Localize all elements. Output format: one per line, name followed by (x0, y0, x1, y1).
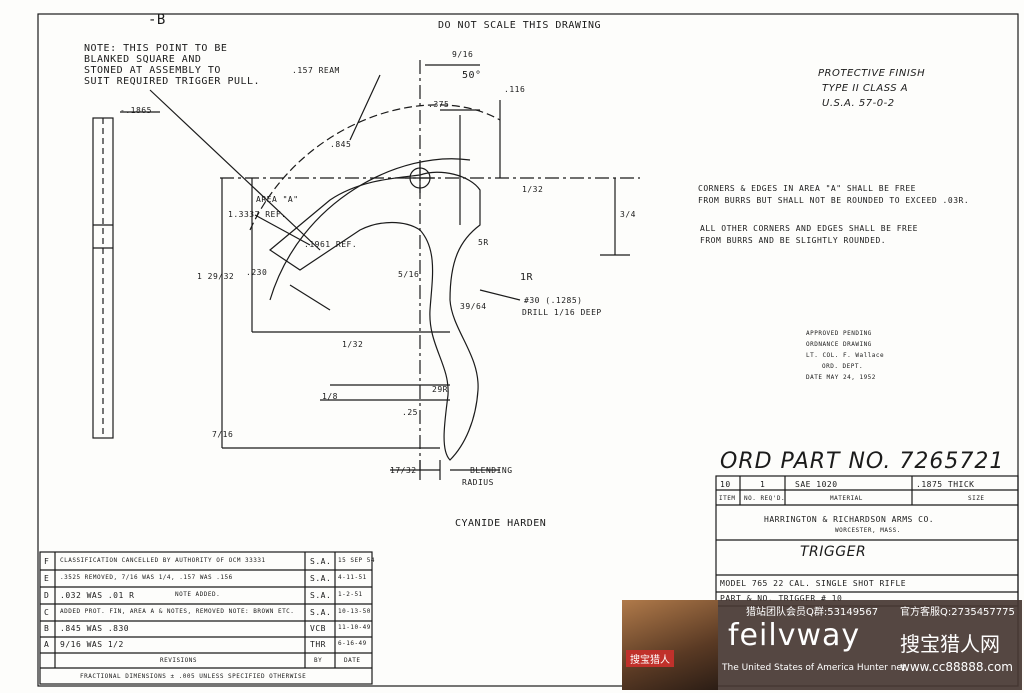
model-line: MODEL 765 22 CAL. SINGLE SHOT RIFLE (720, 579, 907, 588)
dim-angle: 50° (462, 70, 482, 81)
dim-1-32b: 1/32 (342, 340, 364, 349)
do-not-scale-label: DO NOT SCALE THIS DRAWING (438, 20, 602, 31)
header-qty: NO. REQ'D. (744, 495, 786, 502)
dim-5r: 5R (478, 238, 489, 247)
material-size: .1875 THICK (916, 480, 975, 489)
dim-1961: .1961 REF. (304, 240, 358, 249)
material-name: SAE 1020 (795, 480, 838, 489)
date-label: DATE (344, 657, 361, 664)
dim-25r: .25 (402, 408, 418, 417)
drill-depth: DRILL 1/16 DEEP (522, 308, 602, 317)
watermark-banner: 猎站团队会员Q群:53149567 官方客服Q:2735457775 feilv… (622, 600, 1022, 690)
by-label: BY (314, 657, 323, 664)
fractional-tolerance: FRACTIONAL DIMENSIONS ± .005 UNLESS SPEC… (80, 673, 307, 680)
company-name: HARRINGTON & RICHARDSON ARMS CO. (764, 515, 935, 524)
watermark-cn-title: 搜宝猎人网 (900, 632, 1000, 656)
dim-17-32: 17/32 (390, 466, 417, 475)
revisions-label: REVISIONS (160, 657, 198, 664)
part-name: TRIGGER (800, 544, 867, 560)
header-material: MATERIAL (830, 495, 863, 502)
dim-5-16: 5/16 (398, 270, 420, 279)
blending-label: BLENDING (470, 466, 513, 475)
dim-230: .230 (246, 268, 268, 277)
dim-1r: 1R (520, 272, 534, 283)
dim-1-8: 1/8 (322, 392, 338, 401)
hunter-photo (622, 600, 718, 690)
watermark-badge: 搜宝猎人 (626, 650, 674, 667)
dim-9-16: 9/16 (452, 50, 474, 59)
material-item: 10 (720, 480, 731, 489)
material-qty: 1 (760, 480, 766, 489)
dim-3-4: 3/4 (620, 210, 636, 219)
radius-label: RADIUS (462, 478, 494, 487)
watermark-group-q: 猎站团队会员Q群:53149567 (746, 607, 879, 618)
cyanide-harden-note: CYANIDE HARDEN (455, 518, 547, 529)
dim-ream: .157 REAM (292, 66, 340, 75)
dim-1-32: 1/32 (522, 185, 544, 194)
watermark-subtitle: The United States of America Hunter net (722, 663, 906, 673)
dim-39-64: 39/64 (460, 302, 487, 311)
header-size: SIZE (968, 495, 985, 502)
corner-mark: -B (148, 12, 166, 28)
part-ref: PART & NO. TRIGGER # 10 (720, 594, 843, 603)
company-city: WORCESTER, MASS. (835, 527, 901, 534)
header-item: ITEM (719, 495, 736, 502)
dim-116: .116 (504, 85, 526, 94)
area-a-label: AREA "A" (256, 195, 299, 204)
dim-845: .845 (330, 140, 352, 149)
dim-29r: 29R (432, 385, 448, 394)
dim-thickness: -.1865 (120, 106, 152, 115)
watermark-service-q: 官方客服Q:2735457775 (900, 607, 1015, 618)
ord-part-number: ORD PART NO. 7265721 (720, 449, 1005, 474)
dim-1-3337: 1.3337 REF. (228, 210, 287, 219)
dim-1-29-32: 1 29/32 (197, 272, 235, 281)
watermark-url: www.cc88888.com (900, 660, 1013, 674)
dim-7-16: 7/16 (212, 430, 234, 439)
drill-size: #30 (.1285) (524, 296, 583, 305)
watermark-brand: feilvway (728, 618, 861, 653)
trigger-outline (268, 171, 481, 461)
revisions-block (39, 551, 373, 685)
dim-375: .375 (428, 100, 450, 109)
sheet-border (37, 13, 1019, 687)
